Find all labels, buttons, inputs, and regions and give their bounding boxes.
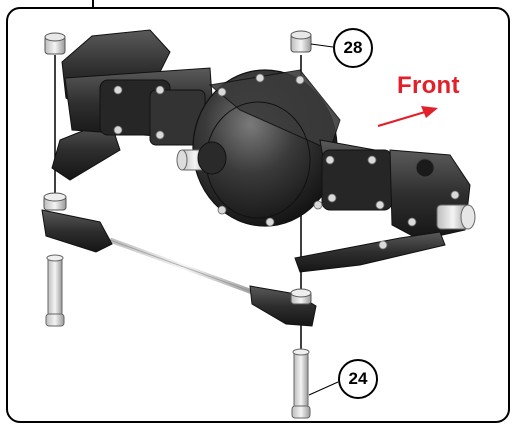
leader-28 xyxy=(310,43,334,48)
nut-top-right xyxy=(290,30,312,53)
callout-24: 24 xyxy=(338,359,378,399)
housing-bolts xyxy=(113,73,460,250)
front-direction-label: Front xyxy=(397,72,460,99)
tie-rod xyxy=(41,209,317,327)
screw-right xyxy=(291,348,311,419)
screw-left xyxy=(45,254,65,327)
nut-lower-right xyxy=(290,288,312,305)
nut-top-left xyxy=(44,32,66,55)
callout-28: 28 xyxy=(333,28,373,68)
right-lower-mount xyxy=(294,231,446,273)
front-arrow-icon xyxy=(377,106,438,128)
nut-lower-left xyxy=(43,192,67,211)
frame-tab-marker xyxy=(92,0,94,9)
rod-end-left xyxy=(41,209,113,253)
leader-24 xyxy=(308,381,339,396)
